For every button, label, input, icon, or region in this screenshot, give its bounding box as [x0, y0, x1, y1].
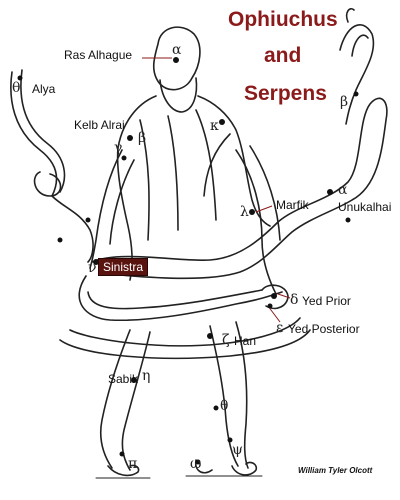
- kelb-alrai-label: Kelb Alrai: [74, 118, 125, 132]
- sinistra-greek: ν: [88, 260, 97, 276]
- kappa-greek: κ: [210, 118, 219, 134]
- marfik-leader: [255, 205, 273, 213]
- star-kelb-alrai: [127, 135, 133, 141]
- serpent-body-upper: [91, 97, 388, 280]
- ophiuchus-robe: [139, 109, 231, 241]
- star-serpent-3: [85, 217, 91, 223]
- omega-greek: ω: [190, 456, 202, 472]
- marfik-greek: λ: [240, 204, 249, 220]
- star-serpent-1: [57, 237, 63, 243]
- star-psi: [227, 437, 233, 443]
- star-pi: [119, 451, 125, 457]
- star-unukalhai: [327, 189, 333, 195]
- unukalhai-label: Unukalhai: [338, 200, 392, 214]
- star-sabik: [131, 377, 137, 383]
- star-sinistra: [93, 259, 99, 265]
- title-line-3: Serpens: [244, 82, 327, 105]
- psi-greek: ψ: [232, 442, 243, 458]
- marfik-label: Marfik: [276, 198, 309, 212]
- star-alya: [17, 75, 23, 81]
- han-label: Han: [234, 334, 257, 348]
- yed-prior-greek: δ: [290, 292, 299, 308]
- ophiuchus-right-hand: [261, 284, 289, 310]
- star-han: [207, 333, 213, 339]
- gamma-greek: γ: [114, 140, 123, 156]
- ophiuchus-head: [152, 26, 201, 91]
- ras-alhague-greek: α: [172, 42, 182, 58]
- sinistra-label: Sinistra: [98, 258, 149, 276]
- star-serpent-2: [345, 217, 351, 223]
- yed-posterior-leader: [267, 305, 281, 323]
- kelb-alrai-greek: β: [138, 130, 147, 146]
- yed-posterior-greek: ε: [276, 320, 284, 336]
- star-ras-alhague: [173, 57, 179, 63]
- star-yed-prior: [271, 293, 277, 299]
- yed-posterior-label: Yed Posterior: [288, 322, 360, 336]
- serpens-caput-tongue: [345, 7, 355, 23]
- yed-prior-label: Yed Prior: [302, 294, 351, 308]
- star-omega: [195, 459, 201, 465]
- ras-alhague-label: Ras Alhague: [64, 48, 133, 62]
- star-kappa: [219, 119, 225, 125]
- theta-leg-greek: θ: [220, 398, 229, 414]
- sabik-greek: η: [142, 368, 151, 384]
- alya-label: Alya: [32, 82, 56, 96]
- serpens-beta-greek: β: [340, 94, 349, 110]
- ophiuchus-right-leg: [209, 321, 249, 469]
- star-serpens-beta: [353, 91, 359, 97]
- serpent-body-lower: [78, 275, 283, 322]
- title-line-1: Ophiuchus: [228, 8, 338, 31]
- unukalhai-greek: α: [338, 182, 348, 198]
- yed-prior-leader: [277, 293, 291, 299]
- ophiuchus-left-arm: [89, 149, 135, 269]
- star-theta-leg: [213, 405, 219, 411]
- sabik-label: Sabik: [108, 372, 139, 386]
- serpens-cauda-coil: [33, 171, 62, 197]
- star-yed-posterior: [267, 303, 273, 309]
- credit-text: William Tyler Olcott: [298, 466, 373, 475]
- title-line-2: and: [264, 44, 302, 67]
- ophiuchus-left-foot: [107, 464, 140, 477]
- star-marfik: [249, 209, 255, 215]
- star-gamma: [121, 155, 127, 161]
- pi-greek: π: [128, 456, 138, 472]
- han-greek: ζ: [222, 332, 230, 348]
- ophiuchus-left-leg: [99, 329, 151, 471]
- serpens-cauda-outline: [10, 69, 94, 263]
- serpent-loop-legs: [59, 317, 311, 360]
- serpens-caput-head: [339, 24, 375, 125]
- ground-line: [95, 475, 263, 479]
- ophiuchus-beard: [159, 77, 198, 113]
- alya-greek: θ: [12, 80, 21, 96]
- ophiuchus-right-arm: [235, 145, 281, 295]
